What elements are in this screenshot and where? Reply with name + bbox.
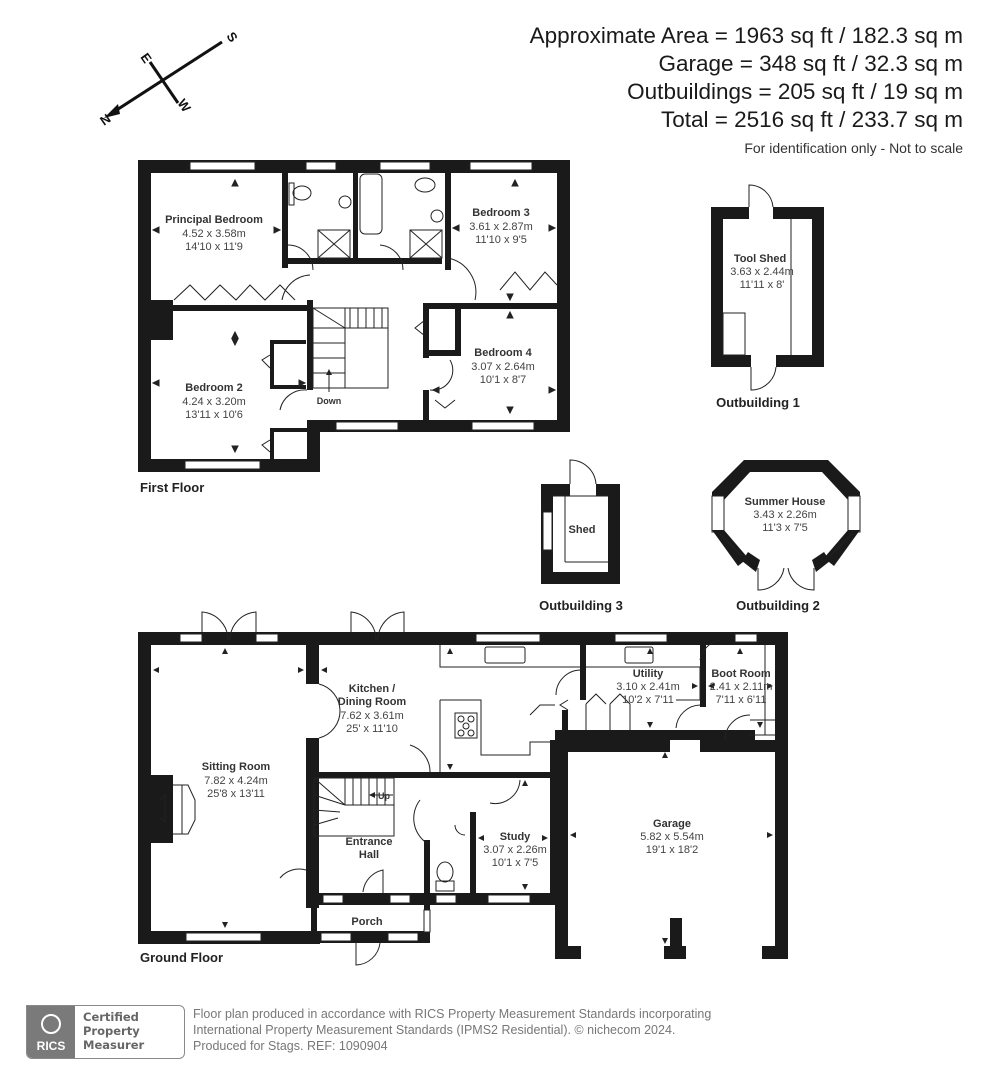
cert-line-1: Certified bbox=[83, 1010, 139, 1024]
shed-label: Shed bbox=[569, 524, 596, 536]
tool-shed-imperial: 11'11 x 8' bbox=[740, 279, 785, 291]
approximate-area: Approximate Area = 1963 sq ft / 182.3 sq… bbox=[529, 23, 963, 48]
kitchen-dining-metric: 7.62 x 3.61m bbox=[340, 710, 404, 722]
sitting-room-label: Sitting Room bbox=[202, 761, 271, 773]
garage-metric: 5.82 x 5.54m bbox=[640, 831, 704, 843]
study-label: Study bbox=[500, 831, 531, 843]
summer-house-metric: 3.43 x 2.26m bbox=[753, 509, 817, 521]
boot-room-label: Boot Room bbox=[711, 668, 770, 680]
bedroom-2-label: Bedroom 2 bbox=[185, 382, 242, 394]
summer-house-label: Summer House bbox=[745, 496, 826, 508]
entrance-hall-label-1: Entrance bbox=[345, 836, 392, 848]
sitting-room-metric: 7.82 x 4.24m bbox=[204, 775, 268, 787]
tool-shed-plan bbox=[711, 207, 824, 367]
rics-lion-icon bbox=[41, 1014, 61, 1034]
tool-shed-metric: 3.63 x 2.44m bbox=[730, 266, 794, 278]
compass-s: S bbox=[224, 29, 241, 45]
footer-disclaimer: Floor plan produced in accordance with R… bbox=[193, 1006, 711, 1054]
cert-line-3: Measurer bbox=[83, 1038, 145, 1052]
tool-shed-label: Tool Shed bbox=[734, 253, 786, 265]
floor-plan: N S E W bbox=[97, 29, 861, 966]
first-floor-dimension-arrows bbox=[151, 178, 557, 454]
principal-bedroom-label: Principal Bedroom bbox=[165, 214, 263, 226]
total-area: Total = 2516 sq ft / 233.7 sq m bbox=[660, 107, 963, 132]
compass-icon: N S E W bbox=[97, 29, 241, 128]
kitchen-dining-label-2: Dining Room bbox=[338, 696, 407, 708]
summer-house-imperial: 11'3 x 7'5 bbox=[762, 522, 808, 534]
entrance-hall-label-2: Hall bbox=[359, 849, 379, 861]
garage-area: Garage = 348 sq ft / 32.3 sq m bbox=[658, 51, 963, 76]
bedroom-3-label: Bedroom 3 bbox=[472, 207, 529, 219]
footer: RICS Certified Property Measurer Floor p… bbox=[26, 1005, 786, 1060]
tool-shed-fixtures bbox=[722, 184, 792, 391]
porch-label: Porch bbox=[351, 916, 382, 928]
footer-line-3: Produced for Stags. REF: 1090904 bbox=[193, 1039, 388, 1053]
garage-imperial: 19'1 x 18'2 bbox=[646, 844, 699, 856]
outbuilding-2-label: Outbuilding 2 bbox=[736, 598, 820, 613]
ground-floor-label: Ground Floor bbox=[140, 950, 223, 965]
cert-line-2: Property bbox=[83, 1024, 140, 1038]
outbuildings-area: Outbuildings = 205 sq ft / 19 sq m bbox=[627, 79, 963, 104]
study-metric: 3.07 x 2.26m bbox=[483, 844, 547, 856]
principal-bedroom-imperial: 14'10 x 11'9 bbox=[185, 241, 243, 253]
first-floor-plan bbox=[138, 160, 570, 472]
outbuilding-1-label: Outbuilding 1 bbox=[716, 395, 800, 410]
summer-house-plan bbox=[711, 460, 861, 591]
rics-logo: RICS bbox=[27, 1006, 75, 1058]
first-floor-label: First Floor bbox=[140, 480, 204, 495]
kitchen-dining-imperial: 25' x 11'10 bbox=[346, 723, 398, 735]
ground-floor-fixtures bbox=[159, 611, 775, 966]
bedroom-4-metric: 3.07 x 2.64m bbox=[471, 361, 535, 373]
sitting-room-imperial: 25'8 x 13'11 bbox=[207, 788, 265, 800]
scale-disclaimer: For identification only - Not to scale bbox=[744, 140, 963, 156]
compass-w: W bbox=[175, 96, 195, 115]
footer-line-1: Floor plan produced in accordance with R… bbox=[193, 1007, 712, 1021]
bedroom-4-imperial: 10'1 x 8'7 bbox=[480, 374, 526, 386]
study-imperial: 10'1 x 7'5 bbox=[492, 857, 538, 869]
bedroom-2-imperial: 13'11 x 10'6 bbox=[185, 409, 243, 421]
bedroom-3-metric: 3.61 x 2.87m bbox=[469, 221, 533, 233]
bedroom-3-imperial: 11'10 x 9'5 bbox=[475, 234, 527, 246]
garage-label: Garage bbox=[653, 818, 691, 830]
stairs-down-label: Down bbox=[317, 396, 342, 406]
utility-metric: 3.10 x 2.41m bbox=[616, 681, 680, 693]
footer-line-2: International Property Measurement Stand… bbox=[193, 1023, 676, 1037]
boot-room-imperial: 7'11 x 6'11 bbox=[716, 694, 767, 706]
shed-fixtures bbox=[542, 459, 608, 563]
rics-text: RICS bbox=[36, 1039, 66, 1053]
stairs-up-label: Up bbox=[378, 791, 390, 801]
bedroom-4-label: Bedroom 4 bbox=[474, 347, 532, 359]
ground-floor-windows bbox=[179, 633, 758, 942]
utility-imperial: 10'2 x 7'11 bbox=[622, 694, 674, 706]
outbuilding-3-label: Outbuilding 3 bbox=[539, 598, 623, 613]
bedroom-2-metric: 4.24 x 3.20m bbox=[182, 396, 246, 408]
area-summary: Approximate Area = 1963 sq ft / 182.3 sq… bbox=[530, 22, 963, 156]
kitchen-dining-label-1: Kitchen / bbox=[349, 683, 395, 695]
first-floor-fixtures bbox=[173, 173, 558, 453]
rics-certified-badge: RICS Certified Property Measurer bbox=[26, 1005, 185, 1059]
certified-property-measurer: Certified Property Measurer bbox=[83, 1010, 144, 1052]
principal-bedroom-metric: 4.52 x 3.58m bbox=[182, 228, 246, 240]
boot-room-metric: 2.41 x 2.11m bbox=[710, 681, 773, 693]
ground-floor-dimension-arrows bbox=[153, 648, 773, 944]
utility-label: Utility bbox=[633, 668, 664, 680]
